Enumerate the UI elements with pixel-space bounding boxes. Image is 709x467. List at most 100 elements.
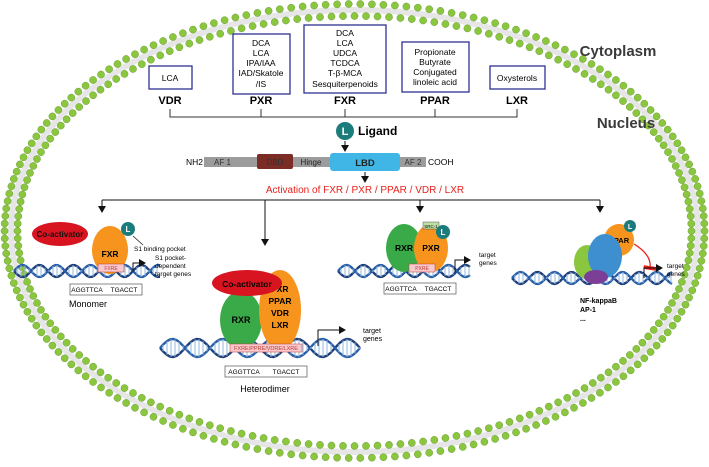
membrane-bead	[165, 47, 174, 56]
membrane-bead	[638, 338, 647, 347]
membrane-bead	[27, 139, 36, 148]
membrane-bead	[89, 91, 97, 100]
membrane-bead	[619, 81, 628, 90]
ppar-factor-purple	[584, 270, 608, 284]
membrane-bead	[156, 51, 164, 60]
membrane-bead	[612, 91, 620, 100]
membrane-bead	[436, 7, 445, 15]
membrane-bead	[677, 307, 686, 316]
ppar-factor-1: NF-kappaB	[580, 298, 617, 305]
membrane-bead	[41, 141, 50, 150]
membrane-bead	[51, 128, 60, 136]
membrane-bead	[681, 153, 690, 162]
membrane-bead	[227, 427, 235, 435]
membrane-bead	[673, 314, 682, 323]
lbd-label: LBD	[355, 158, 375, 169]
pxr-seq-box	[383, 282, 457, 295]
membrane-bead	[140, 45, 148, 54]
membrane-bead	[37, 306, 45, 314]
membrane-bead	[413, 450, 422, 459]
membrane-bead	[96, 85, 105, 94]
membrane-bead	[147, 398, 155, 407]
membrane-bead	[237, 429, 246, 438]
membrane-bead	[82, 97, 90, 105]
heterodimer-target-arrow	[317, 326, 346, 346]
heterodimer-receptor-2: PPAR	[269, 296, 292, 306]
membrane-bead	[14, 241, 23, 250]
membrane-bead	[248, 22, 257, 30]
membrane-bead	[350, 12, 359, 20]
membrane-bead	[495, 33, 504, 41]
c-terminus: COOH	[428, 157, 454, 167]
membrane-bead	[596, 65, 604, 73]
membrane-bead	[402, 2, 411, 11]
lxr-label: LXR	[506, 95, 528, 107]
membrane-bead	[37, 328, 46, 337]
membrane-bead	[10, 175, 18, 183]
membrane-bead	[104, 80, 112, 89]
monomer-fxr	[92, 226, 128, 274]
membrane-bead	[96, 368, 105, 377]
pxr-rxr	[386, 224, 422, 272]
membrane-bead	[15, 205, 24, 213]
membrane-bead	[675, 169, 683, 177]
membrane-bead	[695, 189, 704, 198]
membrane-bead	[385, 441, 393, 449]
pxr-seq-right: TGACCT	[425, 286, 452, 293]
membrane-bead	[195, 36, 204, 44]
membrane-bead	[67, 360, 76, 369]
membrane-bead	[407, 15, 416, 23]
membrane-bead	[185, 39, 194, 48]
membrane-bead	[695, 264, 704, 273]
membrane-bead	[652, 112, 661, 121]
membrane-bead	[120, 384, 129, 392]
membrane-bead	[604, 85, 613, 94]
membrane-bead	[691, 175, 700, 183]
heterodimer-rxr	[220, 291, 262, 349]
membrane-bead	[321, 453, 330, 462]
receptor-bracket	[169, 109, 518, 118]
membrane-bead	[368, 0, 376, 9]
membrane-bead	[37, 125, 46, 134]
membrane-bead	[339, 442, 347, 450]
membrane-bead	[149, 41, 158, 50]
pxr-ligand-2: LCA	[253, 48, 270, 58]
vdr-label: VDR	[158, 95, 181, 107]
membrane-bead	[321, 1, 330, 9]
membrane-bead	[551, 41, 560, 50]
membrane-bead	[501, 431, 510, 440]
membrane-bead	[32, 321, 41, 330]
cytoplasm-label: Cytoplasm	[580, 43, 657, 60]
membrane-bead	[253, 445, 262, 453]
membrane-bead	[26, 285, 34, 293]
membrane-bead	[18, 190, 27, 199]
membrane-bead	[589, 75, 597, 83]
membrane-bead	[373, 441, 382, 450]
membrane-bead	[199, 431, 208, 440]
membrane-bead	[89, 76, 97, 84]
membrane-bead	[522, 424, 530, 433]
membrane-bead	[644, 121, 653, 130]
membrane-bead	[633, 360, 642, 369]
membrane-bead	[210, 19, 218, 27]
membrane-bead	[480, 16, 489, 25]
membrane-bead	[664, 306, 672, 314]
membrane-bead	[447, 445, 456, 453]
membrane-bead	[649, 128, 658, 136]
membrane-bead	[686, 212, 695, 221]
membrane-bead	[391, 1, 399, 10]
membrane-bead	[20, 183, 29, 192]
fxr-ligand-1: DCA	[336, 28, 354, 38]
membrane-bead	[554, 398, 562, 407]
membrane-bead	[282, 437, 290, 446]
membrane-bead	[16, 197, 25, 206]
membrane-bead	[0, 219, 9, 228]
membrane-bead	[612, 76, 620, 84]
membrane-bead	[2, 249, 10, 258]
activation-label: Activation of FXR / PXR / PPAR / VDR / L…	[266, 185, 464, 196]
heterodimer-target-2: genes	[363, 336, 383, 343]
pxr-element-box	[408, 263, 436, 273]
ppar-ligand-2: Butyrate	[419, 57, 451, 67]
heterodimer-receptor-4: LXR	[272, 320, 289, 330]
heterodimer-coactivator	[212, 270, 282, 296]
